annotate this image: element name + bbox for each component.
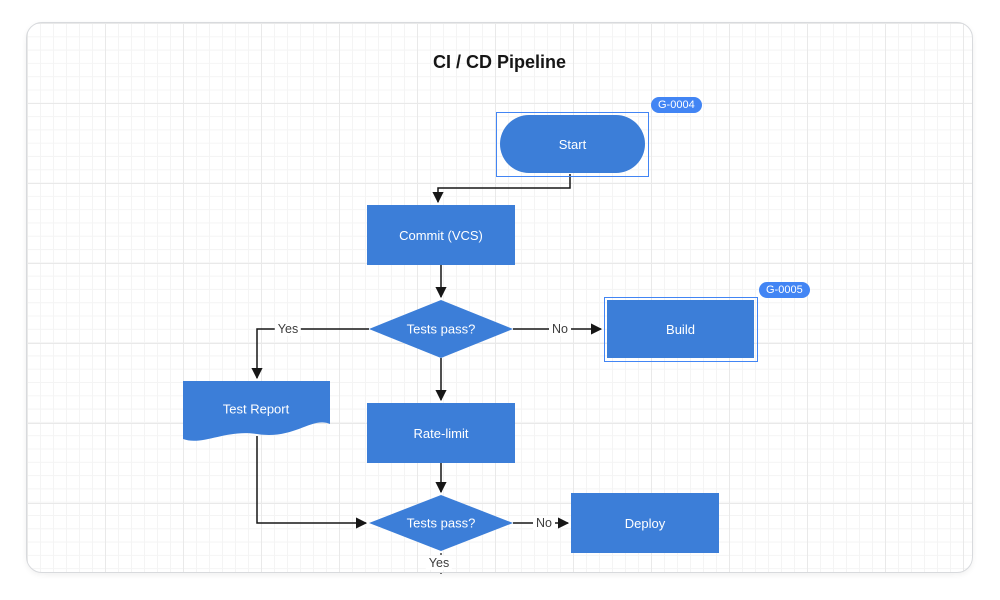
node-start[interactable]: Start bbox=[500, 115, 645, 173]
node-deploy[interactable]: Deploy bbox=[571, 493, 719, 553]
diagram-title: CI / CD Pipeline bbox=[432, 52, 567, 72]
edge-start-commit[interactable] bbox=[432, 174, 571, 204]
diagram-canvas bbox=[26, 22, 973, 573]
node-start-label: Start bbox=[558, 136, 587, 152]
node-decision2-shape[interactable] bbox=[369, 495, 513, 551]
node-deploy-label: Deploy bbox=[624, 515, 666, 531]
node-testreport-shape[interactable] bbox=[183, 381, 330, 441]
edge-label-decision2-no: No bbox=[533, 516, 555, 530]
edge-label-decision1-yes: Yes bbox=[274, 322, 302, 336]
node-commit-label: Commit (VCS) bbox=[399, 227, 483, 243]
node-rate-limit[interactable]: Rate-limit bbox=[367, 403, 515, 463]
node-build[interactable]: Build bbox=[607, 300, 754, 358]
badge-g-0004[interactable]: G-0004 bbox=[651, 97, 702, 113]
node-commit[interactable]: Commit (VCS) bbox=[367, 205, 515, 265]
node-decision1-shape[interactable] bbox=[369, 300, 513, 358]
edge-decision1-testreport-yes[interactable] bbox=[251, 328, 369, 380]
node-rate-limit-label: Rate-limit bbox=[413, 425, 469, 441]
edge-label-decision2-yes: Yes bbox=[425, 556, 453, 570]
edge-label-decision1-no: No bbox=[549, 322, 571, 336]
badge-g-0005[interactable]: G-0005 bbox=[759, 282, 810, 298]
edge-testreport-decision2[interactable] bbox=[256, 436, 368, 529]
node-build-label: Build bbox=[666, 321, 695, 337]
